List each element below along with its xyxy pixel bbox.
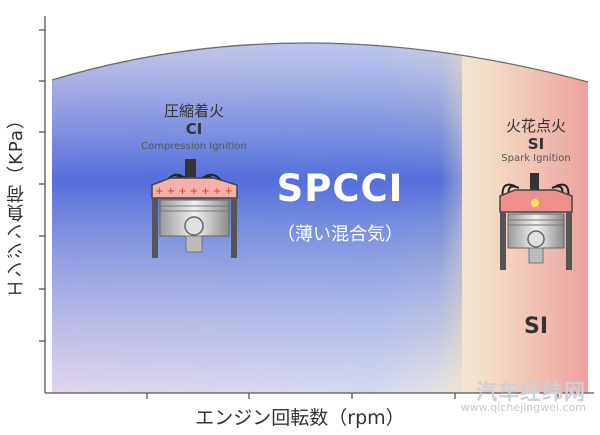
watermark-url: www.qichejingwei.com [460, 401, 586, 414]
operating-map-region [52, 42, 588, 394]
spcci-title: SPCCI [276, 167, 404, 210]
si-engine-illustration [499, 173, 573, 270]
max-load-curve [51, 42, 589, 83]
si-label-jp: 火花点火 [505, 117, 567, 135]
si-region-title: SI [523, 314, 549, 339]
x-axis-label: エンジン回転数（rpm） [195, 407, 405, 429]
axes [39, 16, 594, 399]
ci-label-jp: 圧縮着火 [163, 102, 225, 120]
si-label-en: Spark Ignition [501, 153, 571, 164]
watermark-logo: 汽车经纬网 [476, 380, 586, 404]
y-axis-label: エンジン負荷（KPa） [6, 110, 27, 298]
svg-text:+ + + + + + +: + + + + + + + [155, 186, 233, 197]
spcci-subtitle: （薄い混合気） [277, 224, 403, 245]
ci-label-abbr: CI [185, 120, 203, 138]
si-label-abbr: SI [527, 135, 545, 153]
ci-engine-illustration: + + + + + + + [151, 159, 238, 258]
ci-label-en: Compression Ignition [141, 141, 247, 152]
spcci-region [52, 42, 462, 394]
